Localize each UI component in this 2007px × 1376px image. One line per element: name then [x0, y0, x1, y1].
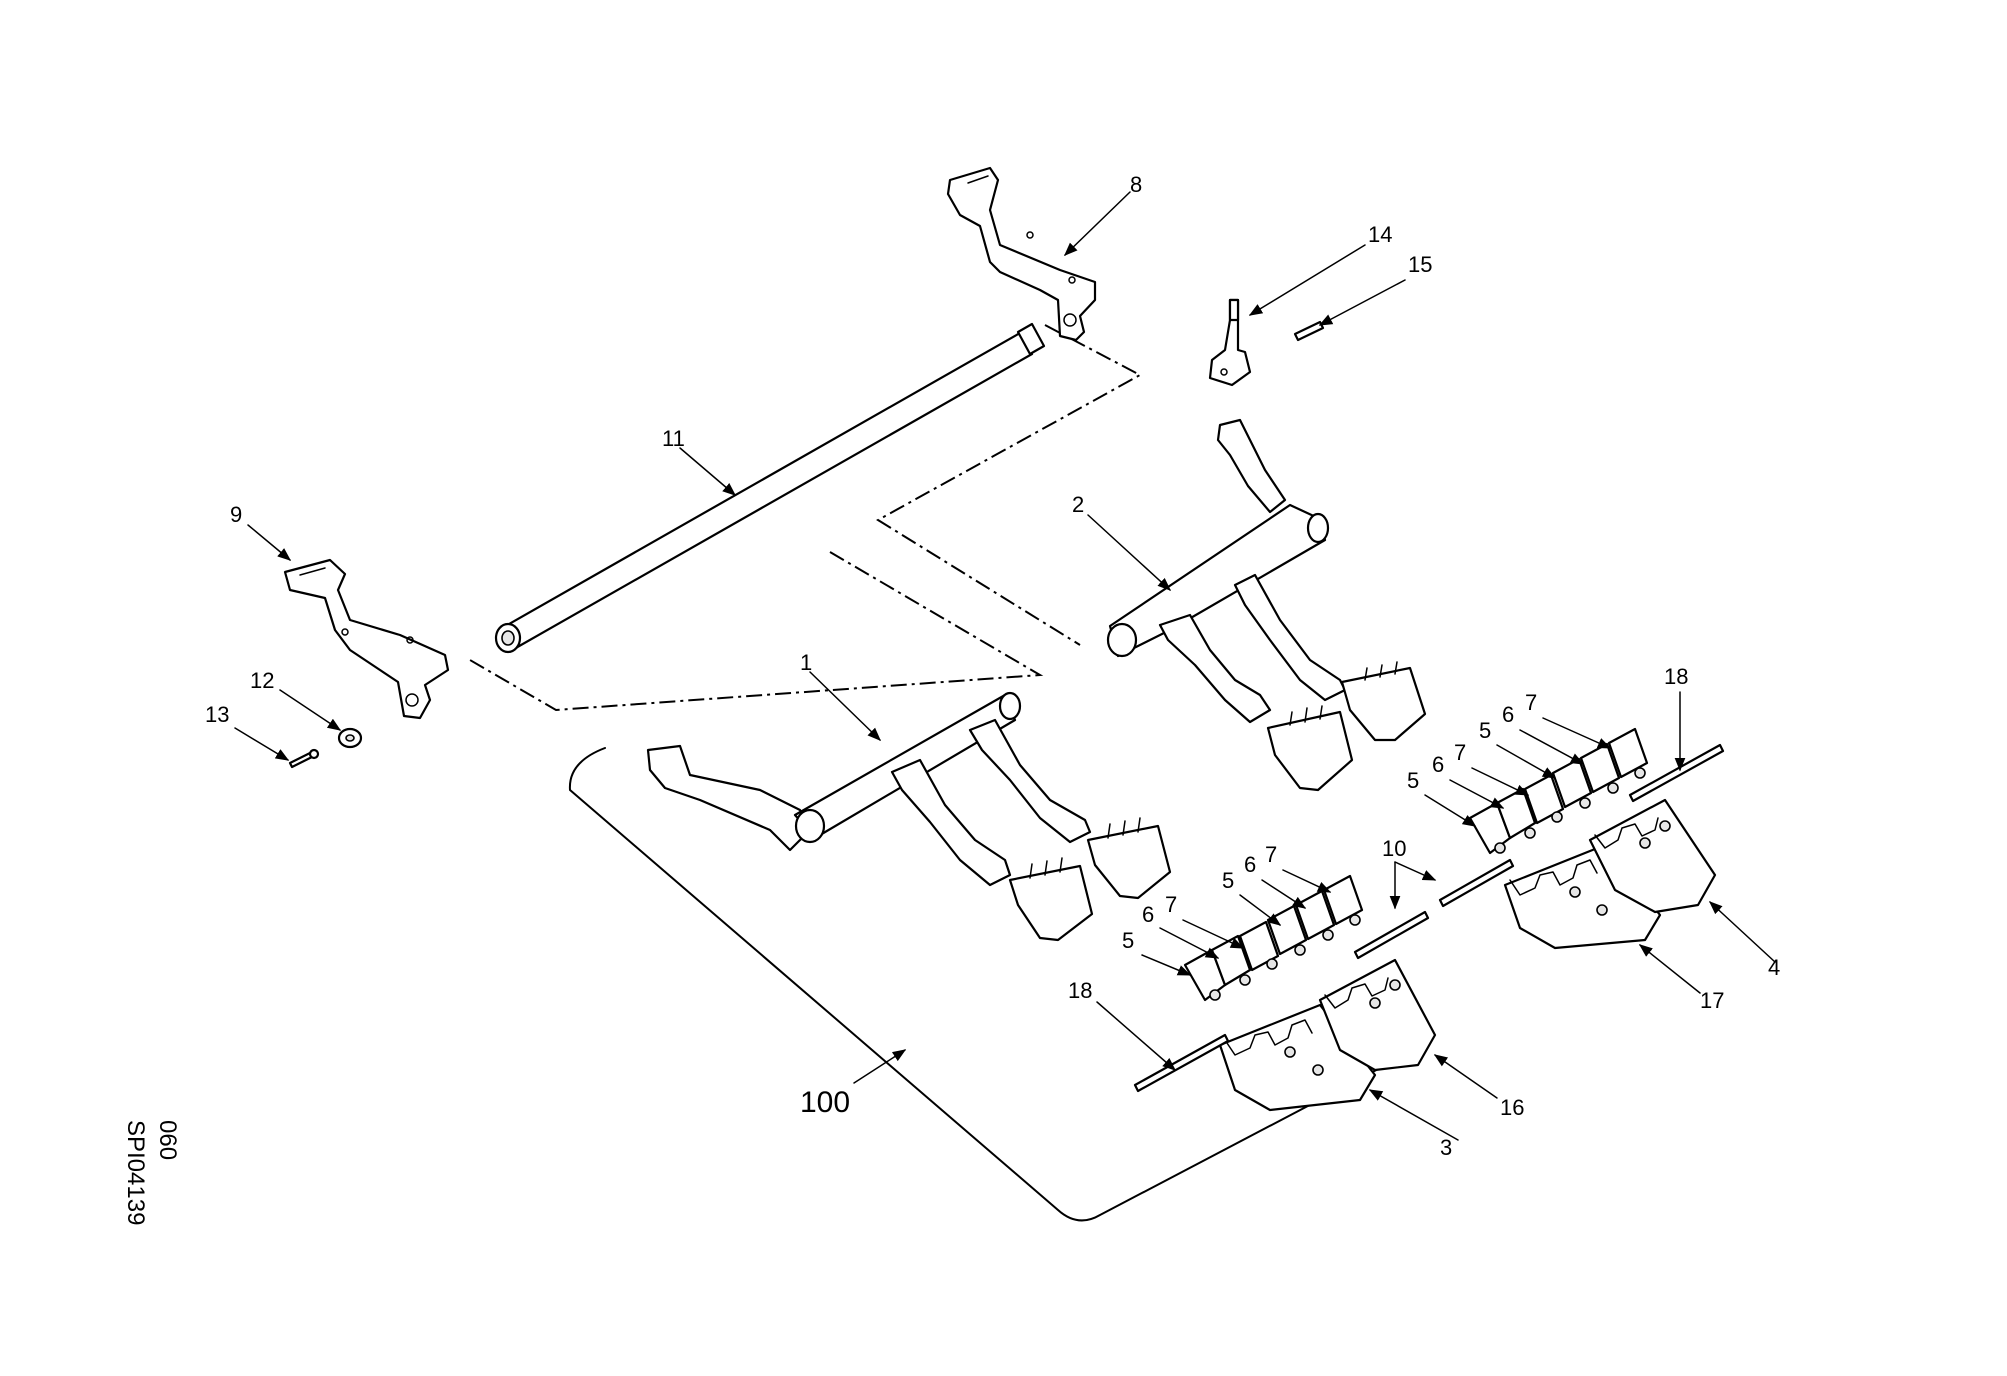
shaft-part-11: [494, 322, 1046, 654]
callout-1: 1: [800, 650, 812, 675]
rod-part-10-a: [1353, 910, 1430, 960]
callout-6-lower-a: 6: [1142, 902, 1154, 927]
rod-part-10-b: [1438, 858, 1515, 908]
callout-9: 9: [230, 502, 242, 527]
callout-4: 4: [1768, 955, 1780, 980]
plate-part-4: [1588, 798, 1717, 914]
callout-7-upper-a: 7: [1454, 740, 1466, 765]
callout-14: 14: [1368, 222, 1392, 247]
arm-part-2: [1106, 418, 1427, 792]
arm-part-1: [646, 691, 1172, 942]
callout-16: 16: [1500, 1095, 1524, 1120]
callout-18-upper: 18: [1664, 664, 1688, 689]
pin-part-15: [1293, 320, 1325, 342]
rod-part-18-a: [1133, 1033, 1230, 1093]
callout-5-lower-a: 5: [1122, 928, 1134, 953]
plate-part-16: [1318, 958, 1437, 1072]
drawing-code: SPI04139: [122, 1120, 149, 1225]
callout-18-lower: 18: [1068, 978, 1092, 1003]
screw-part-13: [288, 748, 320, 769]
clip-row-upper: [1468, 727, 1649, 855]
callout-3: 3: [1440, 1135, 1452, 1160]
callout-5-lower-b: 5: [1222, 868, 1234, 893]
callout-11: 11: [662, 426, 685, 451]
callout-5-upper-b: 5: [1479, 718, 1491, 743]
callout-17: 17: [1700, 988, 1724, 1013]
callout-10: 10: [1382, 836, 1406, 861]
pin-bracket-part-14: [1208, 298, 1252, 387]
callout-6-lower-b: 6: [1244, 852, 1256, 877]
washer-part-12: [337, 727, 363, 749]
callout-100: 100: [800, 1086, 850, 1119]
callout-7-upper-b: 7: [1525, 690, 1537, 715]
assembly-line-upper: [876, 324, 1143, 646]
assembly-line-lower: [469, 551, 1044, 712]
callout-15: 15: [1408, 252, 1432, 277]
bracket-part-8: [946, 166, 1097, 342]
callout-12: 12: [250, 668, 274, 693]
callout-7-lower-b: 7: [1265, 842, 1277, 867]
assembly-outline-100: [568, 747, 1406, 1222]
callout-8: 8: [1130, 172, 1142, 197]
clip-row-lower: [1183, 874, 1364, 1002]
callout-6-upper-b: 6: [1502, 702, 1514, 727]
callout-2: 2: [1072, 492, 1084, 517]
callout-5-upper-a: 5: [1407, 768, 1419, 793]
drawing-sheet: 060: [154, 1120, 181, 1160]
callout-13: 13: [205, 702, 229, 727]
callout-7-lower-a: 7: [1165, 892, 1177, 917]
leader-lines: [234, 191, 1776, 1141]
rod-part-18-b: [1628, 743, 1725, 803]
callout-6-upper-a: 6: [1432, 752, 1444, 777]
bracket-part-9: [283, 558, 450, 720]
